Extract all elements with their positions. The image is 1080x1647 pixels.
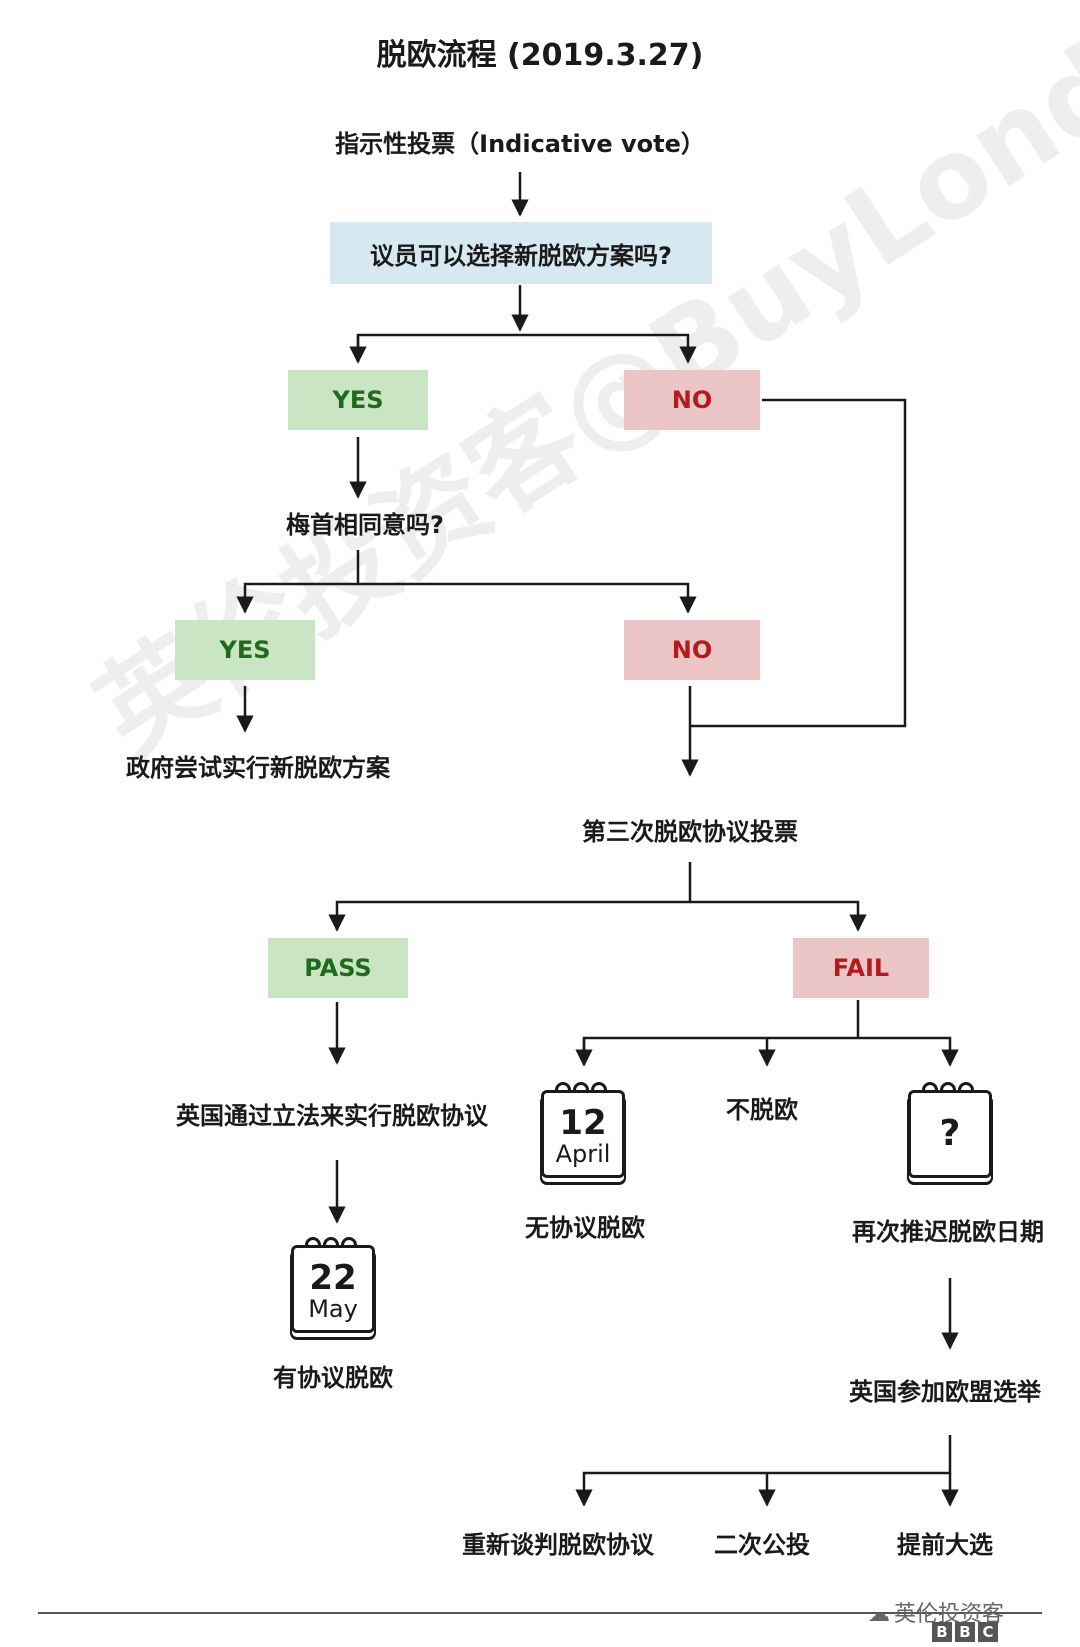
no-bypass-line: [690, 398, 907, 728]
third-vote-label: 第三次脱欧协议投票: [582, 818, 798, 846]
calendar-day: 12: [559, 1103, 607, 1143]
pm-agree-question: 梅首相同意吗?: [286, 511, 444, 539]
outcome-second-referendum: 二次公投: [714, 1531, 810, 1559]
fail-box: FAIL: [793, 938, 929, 998]
delay-brexit-label: 再次推迟脱欧日期: [852, 1218, 1044, 1246]
page-title: 脱欧流程 (2019.3.27): [376, 38, 704, 73]
deal-brexit-label: 有协议脱欧: [273, 1364, 393, 1392]
calendar-month: May: [308, 1295, 358, 1323]
no-box-1: NO: [624, 370, 760, 430]
yes-box-1: YES: [288, 370, 428, 430]
legislation-label: 英国通过立法来实行脱欧协议: [176, 1102, 488, 1130]
govt-new-plan-label: 政府尝试实行新脱欧方案: [126, 754, 390, 782]
no-box-2: NO: [624, 620, 760, 680]
bbc-letter: C: [978, 1622, 998, 1642]
footer-divider: [38, 1612, 1042, 1614]
indicative-vote-label: 指示性投票（Indicative vote）: [335, 130, 705, 158]
calendar-icon-unknown: ?: [908, 1080, 992, 1178]
calendar-question-mark: ?: [939, 1113, 961, 1154]
outcome-renegotiate: 重新谈判脱欧协议: [462, 1531, 654, 1559]
bbc-letter: B: [955, 1622, 975, 1642]
wechat-icon: ☁: [868, 1602, 890, 1627]
yes-box-2: YES: [175, 620, 315, 680]
no-deal-label: 无协议脱欧: [525, 1214, 645, 1242]
split-2: [236, 550, 360, 614]
calendar-icon-12-april: 12 April: [541, 1080, 625, 1178]
calendar-month: April: [555, 1140, 611, 1168]
outcome-early-election: 提前大选: [897, 1531, 993, 1559]
calendar-icon-22-may: 22 May: [291, 1235, 375, 1333]
no-brexit-label: 不脱欧: [726, 1096, 798, 1124]
split-1: [356, 333, 697, 364]
pass-box: PASS: [268, 938, 408, 998]
split-3: [328, 862, 692, 932]
question-box: 议员可以选择新脱欧方案吗?: [330, 222, 712, 284]
bbc-logo: B B C: [932, 1622, 998, 1642]
calendar-day: 22: [309, 1258, 357, 1298]
bbc-letter: B: [932, 1622, 952, 1642]
eu-election-label: 英国参加欧盟选举: [849, 1378, 1041, 1406]
